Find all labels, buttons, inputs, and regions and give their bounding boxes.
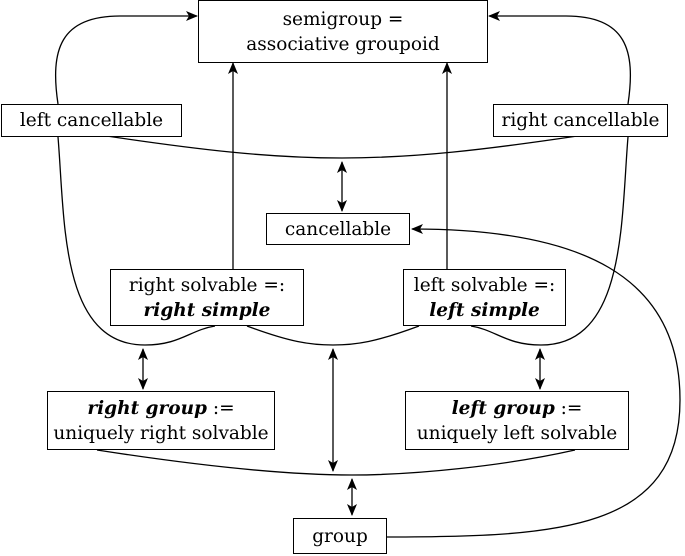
join-right-left-simple <box>246 325 420 346</box>
edge-left-cancellable-to-semigroup <box>55 11 198 105</box>
left-cancellable-label: left cancellable <box>19 110 164 131</box>
cancellable-label: cancellable <box>284 218 392 240</box>
left-group-line2: uniquely left solvable <box>416 422 618 444</box>
node-right-group: right group := uniquely right solvable <box>47 391 275 450</box>
join-left-right-cancellable <box>99 134 585 159</box>
right-group-line2: uniquely right solvable <box>53 422 269 444</box>
edge-right-cancellable-to-semigroup <box>488 11 631 105</box>
node-left-group: left group := uniquely left solvable <box>405 391 629 450</box>
group-label: group <box>312 525 368 547</box>
left-group-def: := <box>554 397 583 419</box>
node-semigroup: semigroup = associative groupoid <box>198 0 488 63</box>
curve-left-cancellable-to-right-simple <box>57 136 216 346</box>
left-group-term: left group <box>451 397 555 419</box>
join-right-left-group <box>96 449 576 476</box>
node-group: group <box>293 518 387 554</box>
semigroup-line1: semigroup = <box>282 8 404 30</box>
node-left-simple: left solvable =: left simple <box>403 269 566 326</box>
right-simple-line1: right solvable =: <box>128 274 286 296</box>
right-group-term: right group <box>87 397 207 419</box>
right-group-line1: right group := <box>48 396 274 421</box>
node-left-cancellable: left cancellable <box>1 104 182 137</box>
left-simple-line2: left simple <box>429 299 540 321</box>
semigroup-line2: associative groupoid <box>246 33 440 55</box>
node-right-cancellable: right cancellable <box>493 104 668 137</box>
right-cancellable-label: right cancellable <box>501 110 660 131</box>
right-simple-line2: right simple <box>143 299 271 321</box>
left-simple-line1: left solvable =: <box>413 274 556 296</box>
node-cancellable: cancellable <box>266 213 410 245</box>
curve-right-cancellable-to-left-simple <box>470 136 629 346</box>
left-group-line1: left group := <box>406 396 628 421</box>
node-right-simple: right solvable =: right simple <box>110 269 304 326</box>
edge-group-to-cancellable <box>386 224 681 538</box>
right-group-def: := <box>206 397 235 419</box>
